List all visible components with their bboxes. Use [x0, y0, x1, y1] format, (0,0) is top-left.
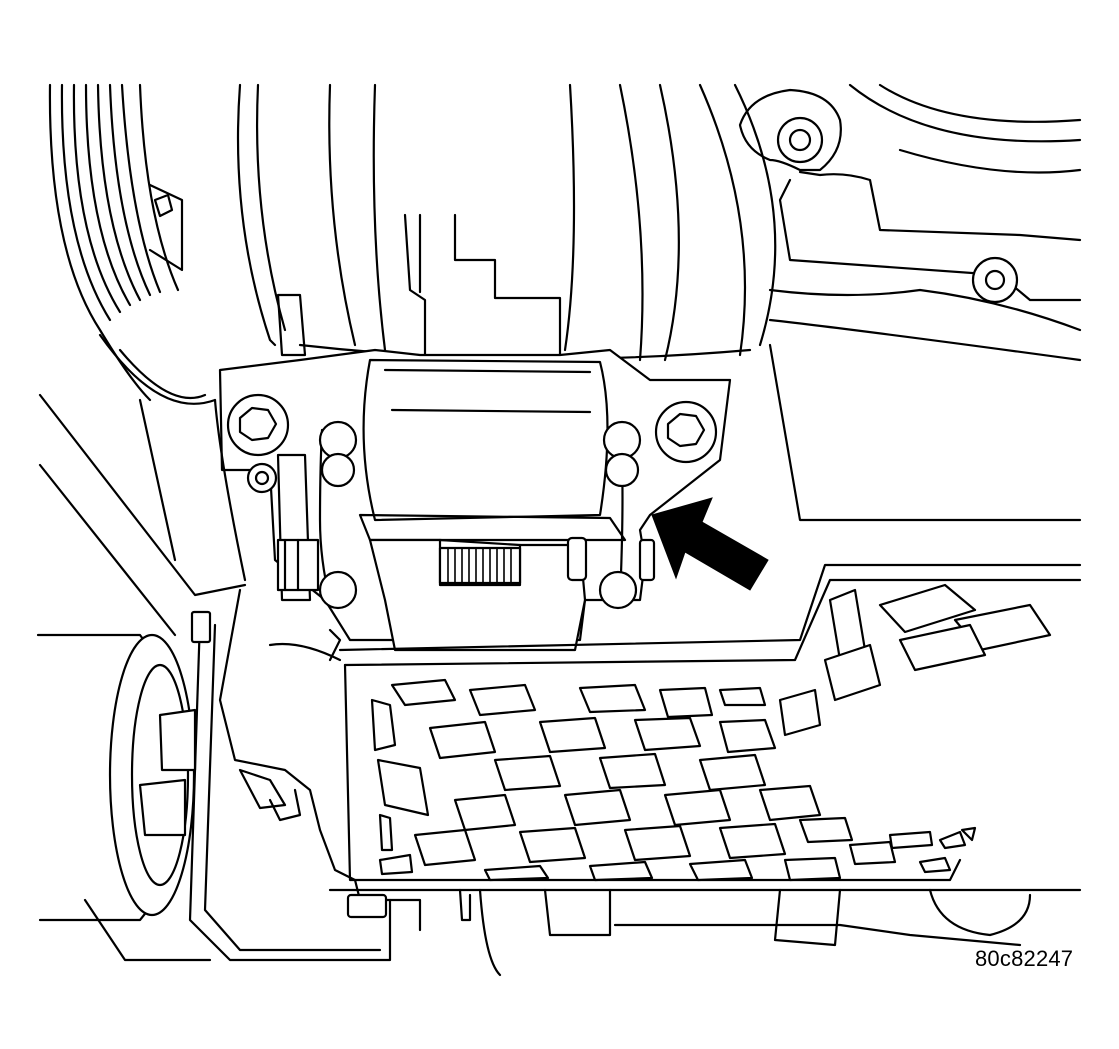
figure-code: 80c82247	[975, 946, 1074, 971]
misc-fasteners	[190, 610, 388, 919]
lower-left-pulley	[36, 633, 212, 962]
mount-bolt-left	[226, 393, 290, 457]
threaded-bolt	[438, 546, 522, 585]
pulley-stack	[48, 83, 217, 405]
engine-housing	[236, 83, 777, 362]
crossmember-grid	[370, 583, 1052, 882]
arrow-icon	[651, 497, 769, 591]
left-frame-rails	[38, 393, 247, 637]
mount-bolt-right	[654, 400, 718, 464]
upper-right-bracket	[738, 83, 1082, 522]
mount-bracket	[218, 348, 732, 652]
crossmember	[188, 563, 1082, 977]
